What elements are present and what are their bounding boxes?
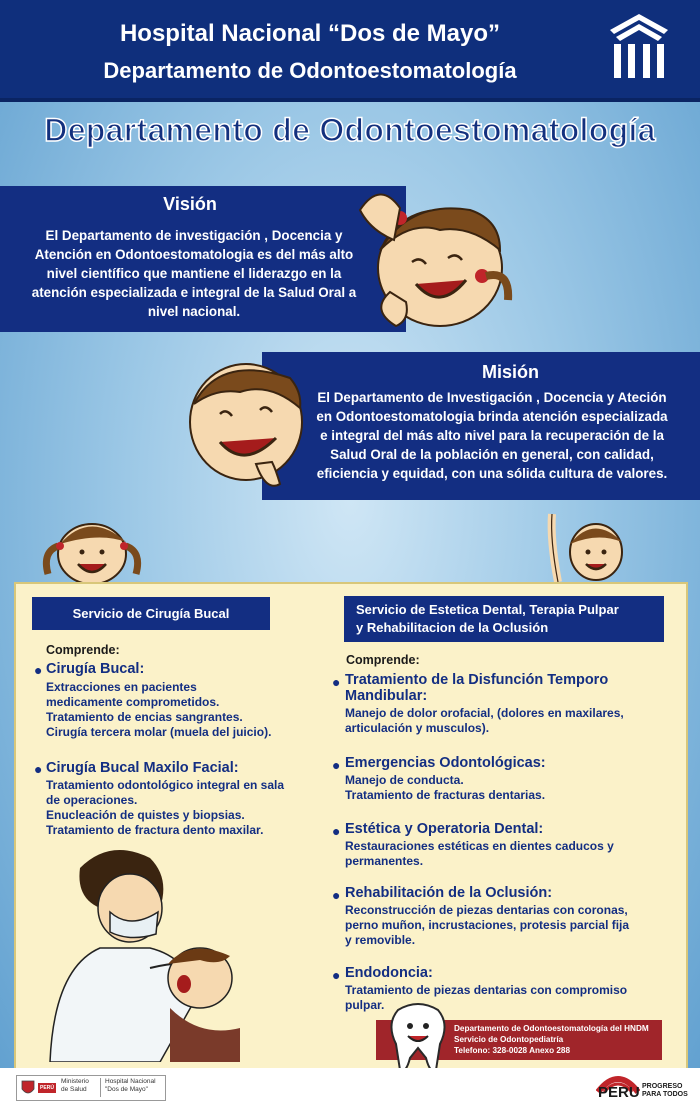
item-cirugia-bucal-title: Cirugía Bucal: [46, 661, 145, 677]
mision-title: Misión [482, 362, 539, 382]
item-temporo-mandibular: Tratamiento de la Disfunción Temporo Man… [345, 672, 624, 735]
bullet-icon: ● [332, 823, 341, 839]
comprende-right-label: Comprende: [346, 653, 420, 667]
item-emergencias: Emergencias Odontológicas: Manejo de con… [345, 755, 546, 802]
page-title: Departamento de Odontoestomatología [44, 111, 657, 149]
service-estetica-header: Servicio de Estetica Dental, Terapia Pul… [344, 596, 664, 642]
item-rehabilitacion: Rehabilitación de la Oclusión: Reconstru… [345, 885, 630, 947]
bullet-icon: ● [34, 662, 43, 678]
item-maxilo-facial-title: Cirugía Bucal Maxilo Facial: [46, 760, 239, 776]
vision-title: Visión [163, 194, 217, 214]
item-cirugia-bucal-list: Extracciones en pacientes medicamente co… [46, 680, 272, 739]
bullet-icon: ● [332, 757, 341, 773]
department-name: Departamento de Odontoestomatología [103, 58, 517, 83]
small-girl-icon [42, 523, 142, 585]
hospital-logo-icon [610, 14, 668, 78]
dentist-illustration [49, 850, 240, 1062]
item-endodoncia: Endodoncia: Tratamiento de piezas dentar… [345, 965, 628, 1012]
service-cirugia-header: Servicio de Cirugía Bucal [32, 597, 270, 630]
bullet-icon: ● [332, 967, 341, 983]
item-maxilo-facial-list: Tratamiento odontológico integral en sal… [46, 778, 285, 837]
header-bar: Hospital Nacional “Dos de Mayo” Departam… [0, 0, 700, 102]
waving-boy-icon [547, 513, 623, 583]
comprende-left-label: Comprende: [46, 643, 120, 657]
bullet-icon: ● [332, 674, 341, 690]
vision-box: Visión El Departamento de investigación … [0, 186, 406, 332]
hospital-small-text: Hospital Nacional"Dos de Mayo" [105, 1078, 156, 1093]
coat-of-arms-icon [21, 1080, 35, 1094]
peru-arc-icon [596, 1076, 640, 1094]
tooth-mascot-icon [390, 1003, 446, 1072]
girl-cartoon-icon [358, 193, 513, 328]
mision-text: El Departamento de Investigación , Docen… [316, 390, 668, 481]
item-estetica: Estética y Operatoria Dental: Restauraci… [345, 821, 614, 868]
bullet-icon: ● [34, 761, 43, 777]
vision-text: El Departamento de investigación , Docen… [31, 228, 357, 319]
hospital-name: Hospital Nacional “Dos de Mayo” [119, 20, 501, 47]
mision-box: Misión El Departamento de Investigación … [262, 352, 700, 500]
boy-cartoon-icon [189, 363, 303, 487]
bullet-icon: ● [332, 887, 341, 903]
